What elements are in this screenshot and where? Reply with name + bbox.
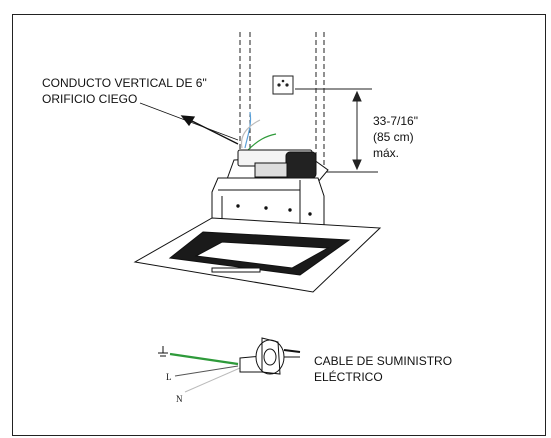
supply-wires (240, 111, 277, 151)
cable-label-line2: ELÉCTRICO (314, 370, 383, 384)
direction-arrow-icon (139, 102, 239, 145)
wire-label-l: L (166, 372, 172, 382)
duct-label-line2: ORIFICIO CIEGO (42, 92, 138, 106)
dimension-label-cm: (85 cm) (373, 130, 414, 144)
electrical-outlet-icon (272, 75, 294, 95)
cable-label-line1: CABLE DE SUMINISTRO (314, 354, 453, 368)
duct-label-line1: CONDUCTO VERTICAL DE 6" (42, 76, 207, 90)
diagram-frame (12, 14, 546, 436)
wire-label-n: N (176, 394, 183, 404)
dimension-label-max: máx. (373, 146, 400, 160)
dimension-label-inches: 33-7/16" (373, 114, 418, 128)
vertical-duct (239, 32, 325, 168)
glass-canopy (133, 217, 382, 293)
ground-symbol-icon (158, 346, 168, 357)
power-cable-detail (158, 337, 301, 393)
